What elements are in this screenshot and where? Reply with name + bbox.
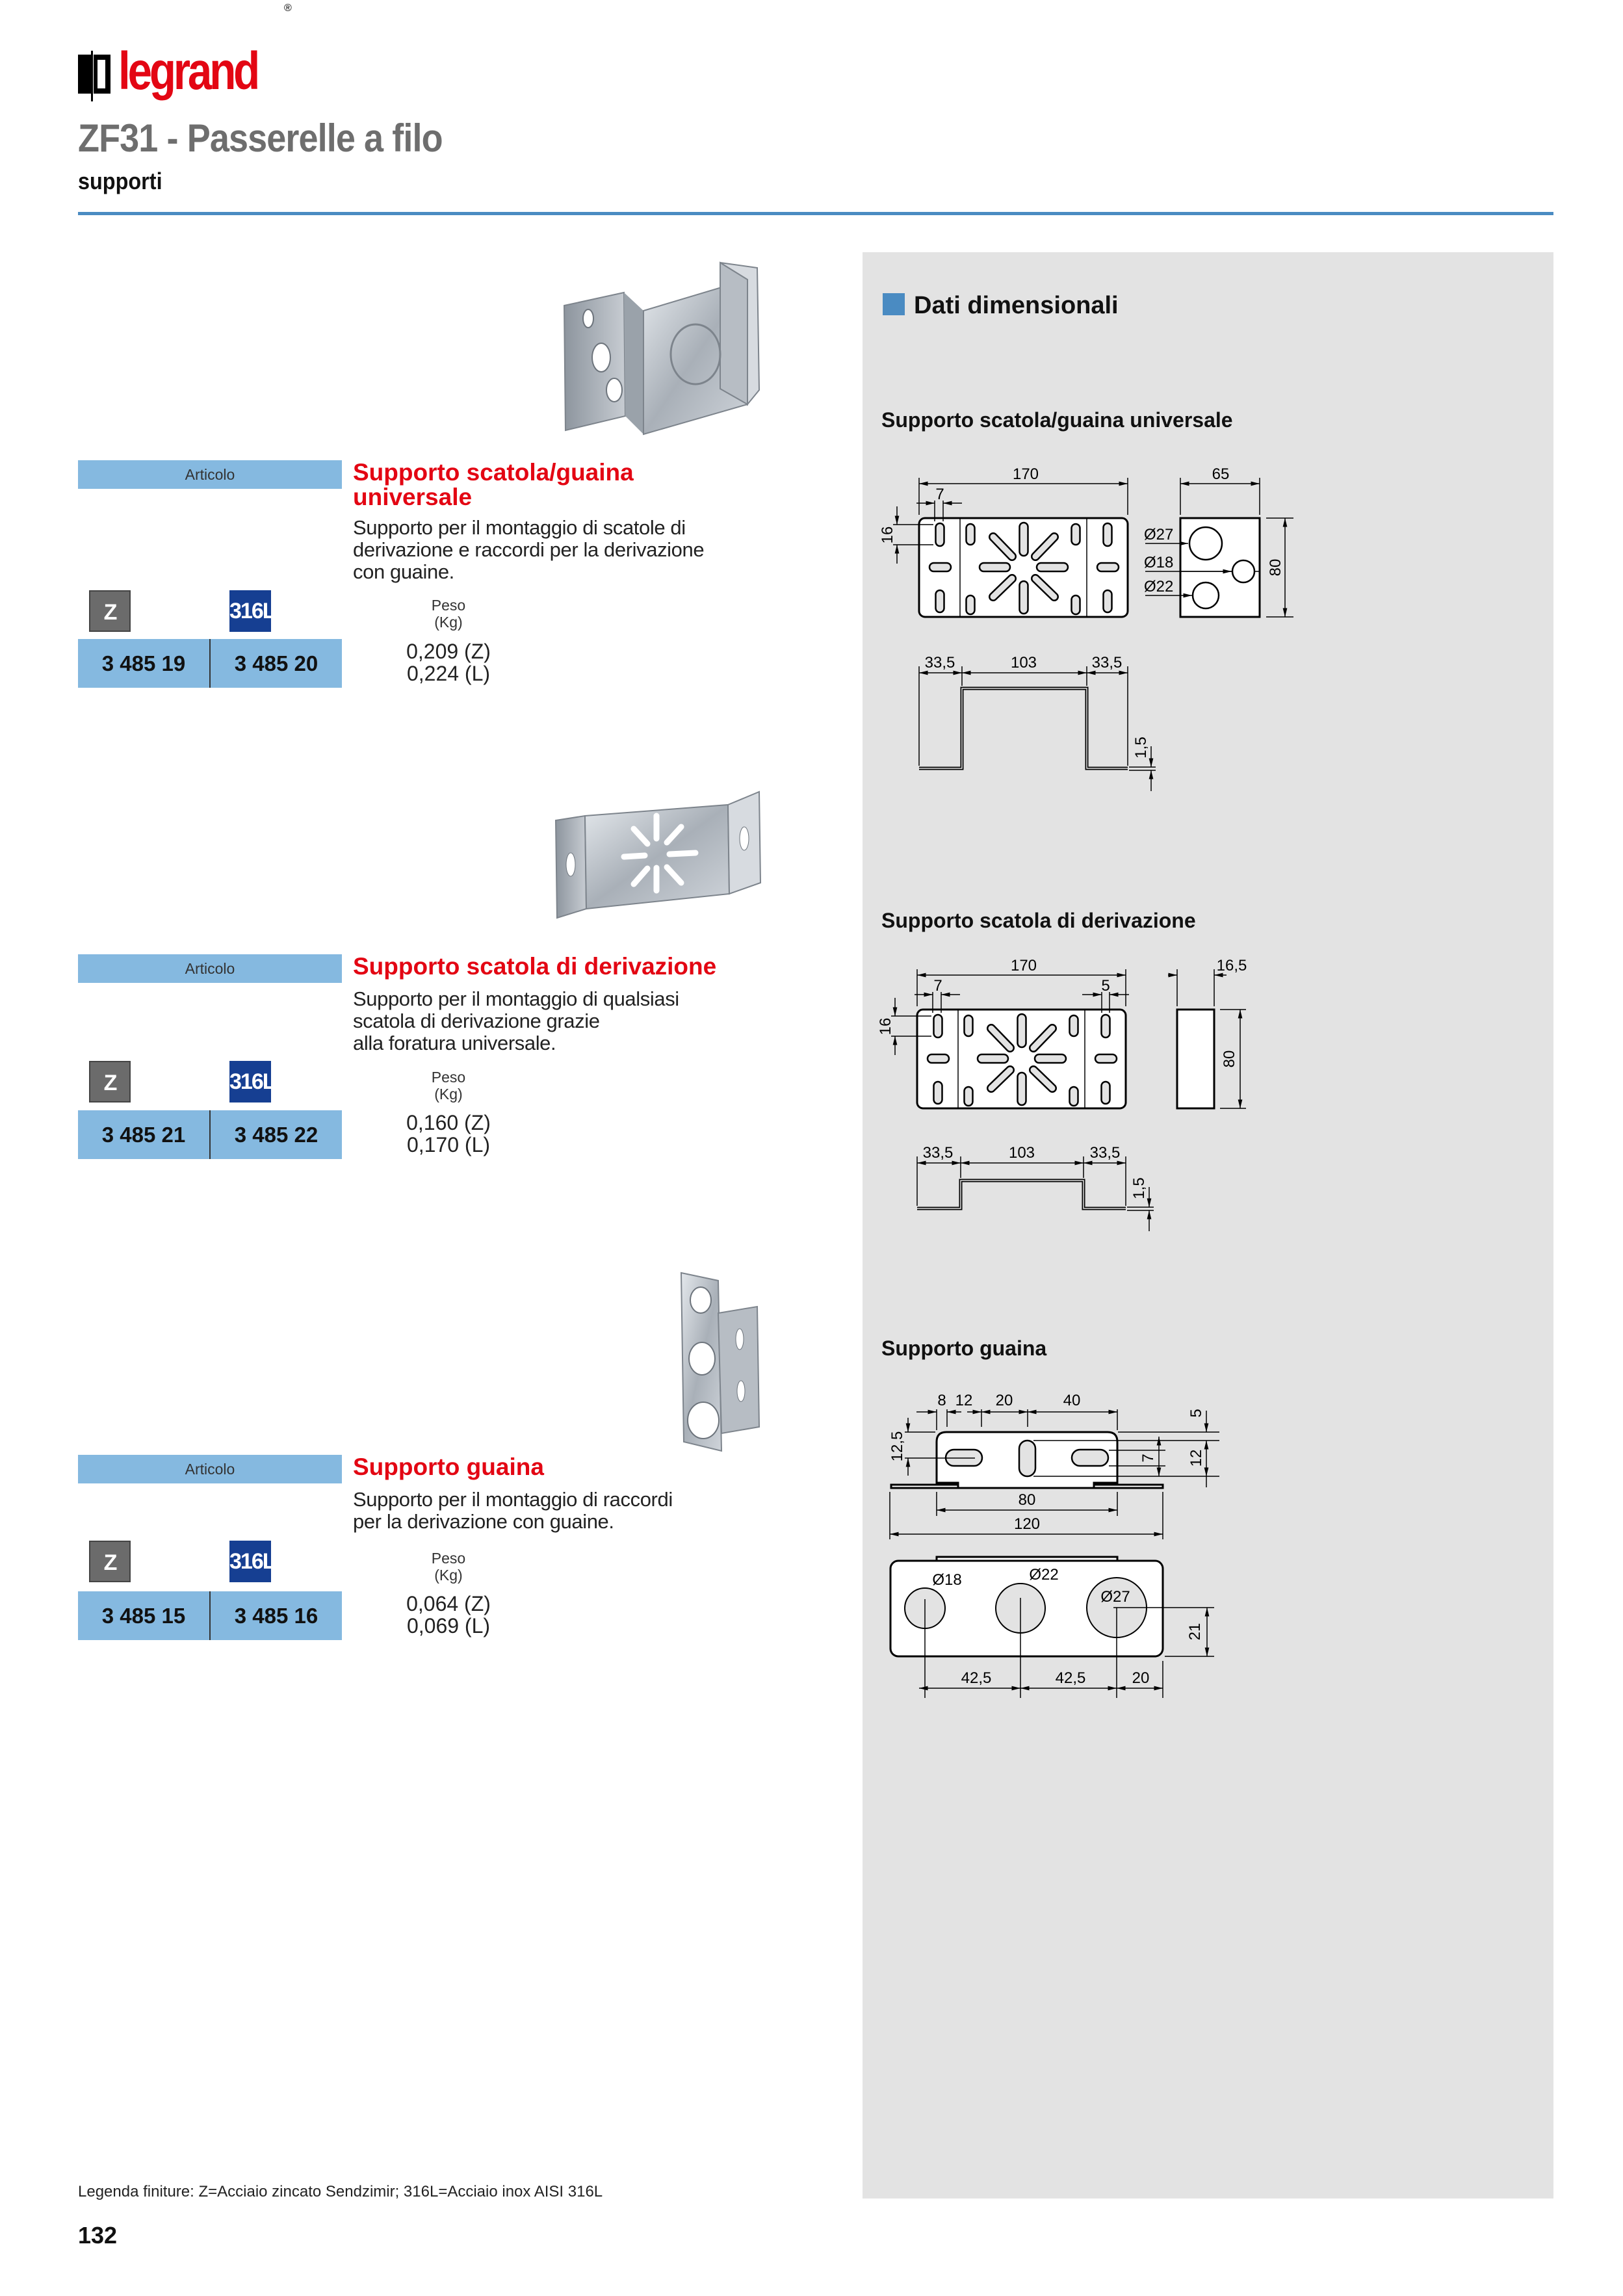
article-codes: 3 485 15 3 485 16	[78, 1591, 342, 1640]
finish-badge-z: Z	[89, 1061, 131, 1102]
product-title: Supporto scatola di derivazione	[353, 954, 769, 979]
product-title-line: universale	[353, 484, 473, 510]
article-code: 3 485 21	[78, 1110, 211, 1159]
finish-badge-316l: 316L	[229, 1061, 276, 1102]
legrand-logo-mark-icon	[78, 51, 110, 101]
section-title: Supporto scatola/guaina universale	[881, 408, 1233, 432]
article-code: 3 485 16	[234, 1604, 318, 1628]
registered-mark: ®	[284, 3, 292, 14]
weight-values: 0,209 (Z) 0,224 (L)	[390, 640, 507, 685]
finish-badge-316l: 316L	[229, 1541, 276, 1582]
product-description: Supporto per il montaggio di scatole di …	[353, 517, 795, 583]
article-codes: 3 485 19 3 485 20	[78, 639, 342, 688]
articolo-header: Articolo	[78, 954, 342, 983]
finish-badge-z: Z	[89, 1541, 131, 1582]
article-code: 3 485 19	[78, 639, 211, 688]
product-title-line: Supporto guaina	[353, 1454, 544, 1480]
legrand-logo: legrand	[78, 42, 288, 104]
finish-legend: Legenda finiture: Z=Acciaio zincato Send…	[78, 2183, 603, 2200]
article-code: 3 485 22	[234, 1123, 318, 1147]
description-line: Supporto per il montaggio di scatole di	[353, 516, 686, 539]
weight-value: 0,209 (Z)	[406, 640, 491, 663]
page-title: ZF31 - Passerelle a filo	[78, 116, 443, 160]
weight-label: Peso (Kg)	[403, 597, 494, 631]
panel-title: Dati dimensionali	[914, 292, 1119, 319]
weight-label: Peso (Kg)	[403, 1550, 494, 1584]
weight-value: 0,069 (L)	[406, 1614, 491, 1637]
section-square-icon	[883, 293, 905, 315]
product-title-line: Supporto scatola/guaina	[353, 459, 634, 486]
description-line: Supporto per il montaggio di qualsiasi	[353, 987, 679, 1010]
description-line: derivazione e raccordi per la derivazion…	[353, 538, 705, 561]
page-subtitle: supporti	[78, 168, 162, 194]
section-title: Supporto scatola di derivazione	[881, 909, 1196, 932]
product-photo-sheath-support	[680, 1272, 760, 1452]
weight-values: 0,160 (Z) 0,170 (L)	[390, 1112, 507, 1156]
articolo-header: Articolo	[78, 1455, 342, 1483]
weight-values: 0,064 (Z) 0,069 (L)	[390, 1593, 507, 1637]
description-line: per la derivazione con guaine.	[353, 1510, 614, 1533]
product-description: Supporto per il montaggio di qualsiasi s…	[353, 988, 795, 1054]
weight-value: 0,160 (Z)	[406, 1111, 491, 1134]
header-divider	[78, 212, 1553, 215]
product-description: Supporto per il montaggio di raccordi pe…	[353, 1489, 795, 1533]
peso-label: Peso	[431, 1550, 466, 1567]
peso-unit: (Kg)	[434, 614, 463, 631]
weight-value: 0,170 (L)	[406, 1133, 491, 1156]
dimensional-data-panel	[863, 252, 1553, 2198]
articolo-header: Articolo	[78, 460, 342, 489]
peso-unit: (Kg)	[434, 1086, 463, 1102]
weight-value: 0,224 (L)	[406, 662, 491, 685]
weight-label: Peso (Kg)	[403, 1069, 494, 1102]
peso-unit: (Kg)	[434, 1567, 463, 1584]
logo-text: legrand	[118, 42, 260, 101]
product-title: Supporto scatola/guaina universale	[353, 460, 769, 510]
finish-badge-z: Z	[89, 590, 131, 632]
article-code: 3 485 15	[78, 1591, 211, 1640]
product-title-line: Supporto scatola di derivazione	[353, 953, 717, 980]
description-line: con guaine.	[353, 560, 454, 583]
finish-badge-316l: 316L	[229, 590, 276, 632]
section-title: Supporto guaina	[881, 1337, 1047, 1360]
peso-label: Peso	[431, 1069, 466, 1086]
product-title: Supporto guaina	[353, 1455, 769, 1480]
description-line: Supporto per il montaggio di raccordi	[353, 1488, 673, 1511]
article-code: 3 485 20	[234, 651, 318, 675]
description-line: alla foratura universale.	[353, 1032, 556, 1054]
product-photo-universal-support	[563, 261, 760, 436]
page-number: 132	[78, 2222, 118, 2249]
peso-label: Peso	[431, 597, 466, 614]
article-codes: 3 485 21 3 485 22	[78, 1110, 342, 1159]
description-line: scatola di derivazione grazie	[353, 1010, 600, 1032]
weight-value: 0,064 (Z)	[406, 1592, 491, 1615]
product-photo-junction-box-support	[554, 790, 762, 919]
